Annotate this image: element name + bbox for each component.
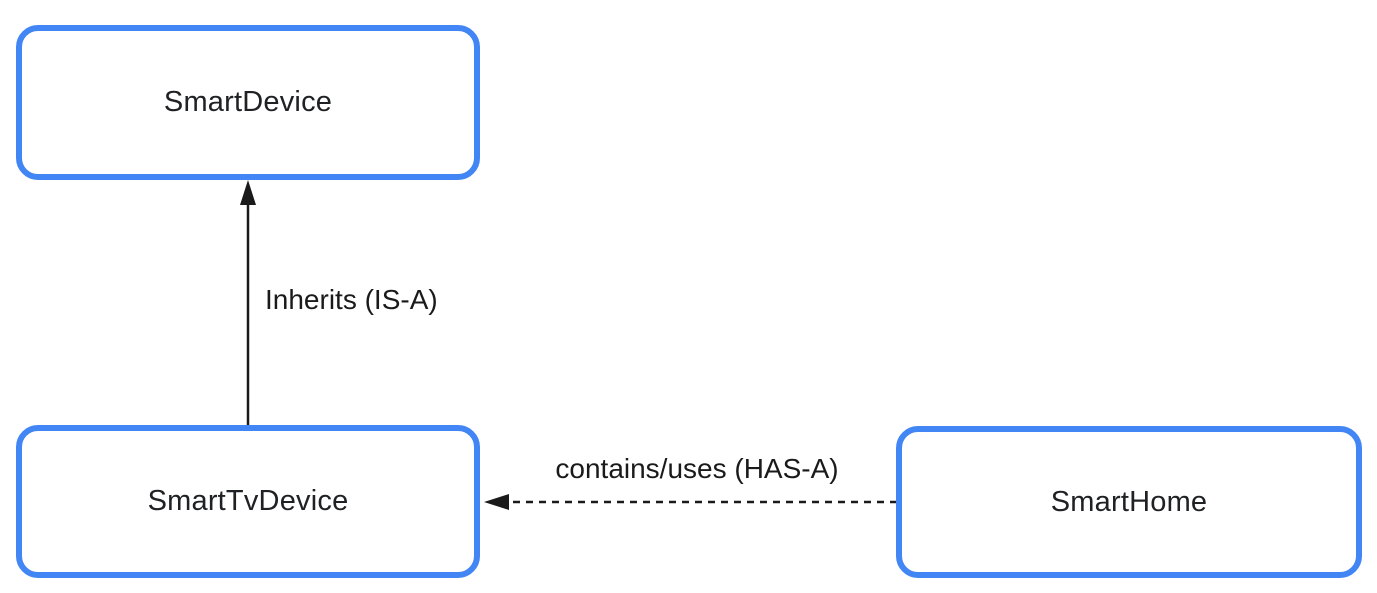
node-smart-device-label: SmartDevice (163, 86, 333, 118)
edge-label-contains-uses-has-a: contains/uses (HAS-A) (555, 453, 839, 484)
edge-label-inherits-is-a: Inherits (IS-A) (265, 284, 438, 315)
node-smart-home-label: SmartHome (1050, 485, 1208, 518)
node-smart-home: SmartHome (896, 426, 1362, 578)
is-a-arrowhead-icon (240, 180, 256, 205)
node-smart-tv-device: SmartTvDevice (16, 425, 480, 578)
node-smart-tv-device-label: SmartTvDevice (147, 485, 349, 517)
has-a-arrowhead-icon (484, 494, 509, 510)
node-smart-device: SmartDevice (16, 25, 480, 180)
